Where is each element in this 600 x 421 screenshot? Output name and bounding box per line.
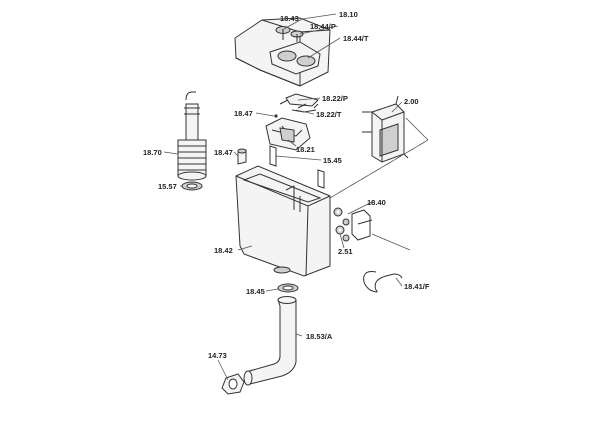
callout-18-10: 18.10 [339,10,358,19]
callout-18-47-upper: 18.47 [234,109,253,118]
callout-18-42: 18.42 [214,246,233,255]
callout-labels: 18.43 18.10 18.44/P 18.44/T 18.22/P 18.4… [143,10,430,360]
callout-2-51: 2.51 [338,247,353,256]
callout-18-22p: 18.22/P [322,94,348,103]
callout-18-22t: 18.22/T [316,110,342,119]
leader-lines [163,13,429,381]
callout-18-45: 18.45 [246,287,265,296]
callout-18-44t: 18.44/T [343,34,369,43]
cistern-body [235,165,331,277]
callout-18-53a: 18.53/A [306,332,333,341]
lever-mechanism-18-22 [274,93,319,118]
inlet-connector-18-40 [333,207,373,241]
small-part-18-47 [237,148,247,165]
button-pushers [275,26,304,42]
fill-valve-2-00 [362,95,409,163]
support-frame-18-21 [265,117,311,151]
callout-18-21: 18.21 [296,145,315,154]
callout-18-70: 18.70 [143,148,162,157]
clip-15-45 [269,145,325,189]
callout-2-00: 2.00 [404,97,419,106]
callout-15-45: 15.45 [323,156,342,165]
flexible-hose-18-41f [363,271,403,293]
callout-15-57: 15.57 [158,182,177,191]
overflow-valve-18-70 [177,91,207,181]
callout-14-73: 14.73 [208,351,227,360]
callout-18-40: 18.40 [367,198,386,207]
callout-18-41f: 18.41/F [404,282,430,291]
connector-nut-14-73 [221,373,245,395]
seal-ring-15-57 [181,181,203,191]
flush-pipe-18-53a [243,296,297,386]
callout-18-43: 18.43 [280,14,299,23]
flange-18-45 [277,283,299,293]
callout-18-44p: 18.44/P [310,22,336,31]
flush-button-plate [269,41,321,75]
washer-2-51 [335,225,350,242]
callout-18-47-lower: 18.47 [214,148,233,157]
